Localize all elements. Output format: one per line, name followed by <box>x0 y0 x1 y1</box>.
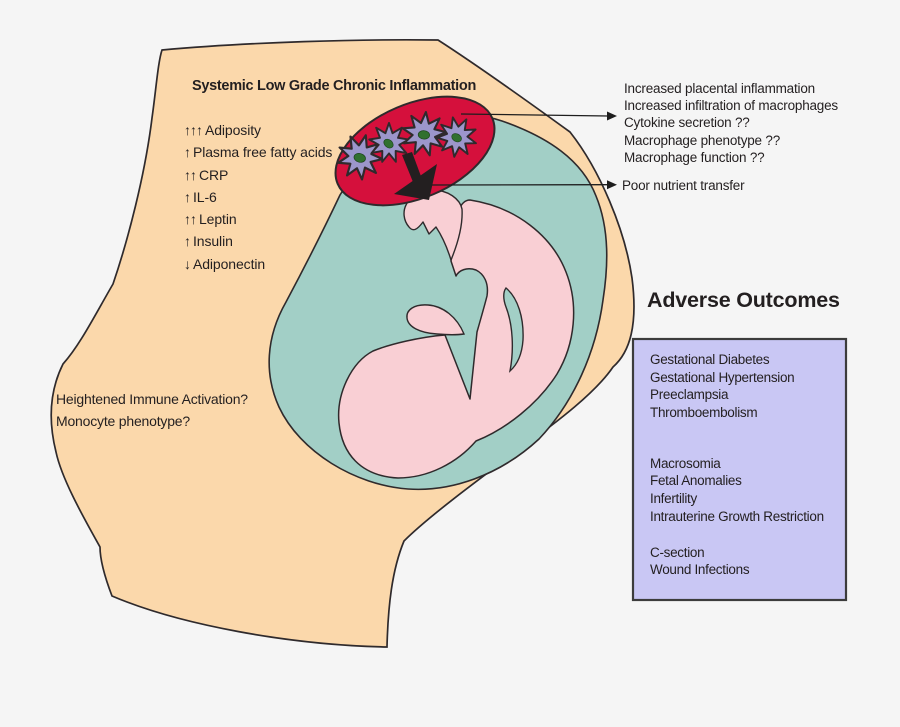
outcome-item: Infertility <box>650 491 697 507</box>
nutrient-transfer-label: Poor nutrient transfer <box>622 178 745 193</box>
marker-item: ↑ Insulin <box>184 230 332 252</box>
marker-label: Leptin <box>199 211 237 228</box>
outcome-item: Preeclampsia <box>650 387 729 403</box>
marker-label: Plasma free fatty acids <box>193 144 333 161</box>
marker-item: ↑↑ CRP <box>184 164 332 186</box>
effect-item: Increased infiltration of macrophages <box>624 98 838 114</box>
adverse-outcomes-list: Gestational Diabetes Gestational Hyperte… <box>650 351 824 579</box>
placenta-callout-arrow <box>460 111 617 121</box>
marker-label: IL-6 <box>193 188 217 205</box>
outcome-group-fetal: Macrosomia Fetal Anomalies Infertility I… <box>650 455 824 526</box>
fetus-upper-limb <box>403 189 463 261</box>
fetus-arm-sliver <box>503 286 524 373</box>
down-arrow-icon: ↓ <box>184 255 191 272</box>
up-arrow-icon: ↑↑ <box>184 166 197 183</box>
outcome-item: Fetal Anomalies <box>650 473 742 489</box>
fetus-illustration <box>337 189 575 479</box>
nutrient-callout-arrow <box>431 180 617 190</box>
immune-question: Monocyte phenotype? <box>56 413 190 429</box>
outcome-item: C-section <box>650 544 705 560</box>
nutrient-transfer-arrow <box>394 152 437 200</box>
up-arrow-icon: ↑ <box>184 188 191 205</box>
outcome-item: Wound Infections <box>650 562 750 578</box>
outcome-item: Macrosomia <box>650 455 721 471</box>
immune-question-list: Heightened Immune Activation? Monocyte p… <box>56 388 248 432</box>
fetus-body <box>337 199 575 479</box>
outcome-group-maternal: Gestational Diabetes Gestational Hyperte… <box>650 351 824 422</box>
effect-item: Macrophage function ?? <box>624 149 765 165</box>
marker-item: ↑↑ Leptin <box>184 208 332 230</box>
outcome-item: Intrauterine Growth Restriction <box>650 508 824 524</box>
marker-label: Insulin <box>193 233 233 250</box>
marker-label: Adiposity <box>205 122 261 138</box>
immune-question: Heightened Immune Activation? <box>56 391 248 407</box>
effect-item: Cytokine secretion ?? <box>624 115 750 131</box>
adverse-outcomes-box <box>631 337 848 602</box>
inflammation-marker-list: ↑↑↑ Adiposity ↑ Plasma free fatty acids … <box>184 119 332 275</box>
inflammation-title: Systemic Low Grade Chronic Inflammation <box>192 78 476 94</box>
up-arrow-icon: ↑↑↑ <box>184 122 203 138</box>
up-arrow-icon: ↑ <box>184 144 191 161</box>
outcome-group-delivery: C-section Wound Infections <box>650 544 824 579</box>
marker-item: ↓ Adiponectin <box>184 253 332 275</box>
placental-effects-list: Increased placental inflammation Increas… <box>624 80 838 166</box>
marker-item: ↑ Plasma free fatty acids <box>184 141 332 163</box>
fetus-hand-lobe <box>406 304 465 336</box>
marker-label: CRP <box>199 166 229 183</box>
outcome-item: Gestational Hypertension <box>650 369 795 385</box>
outcome-item: Gestational Diabetes <box>650 352 770 367</box>
outcome-item: Thromboembolism <box>650 405 758 421</box>
effect-item: Macrophage phenotype ?? <box>624 132 781 148</box>
marker-item: ↑↑↑ Adiposity <box>184 119 332 141</box>
up-arrow-icon: ↑↑ <box>184 211 197 228</box>
marker-label: Adiponectin <box>193 255 266 272</box>
up-arrow-icon: ↑ <box>184 233 191 250</box>
effect-item: Increased placental inflammation <box>624 81 815 96</box>
adverse-outcomes-title: Adverse Outcomes <box>647 288 840 312</box>
marker-item: ↑ IL-6 <box>184 186 332 208</box>
